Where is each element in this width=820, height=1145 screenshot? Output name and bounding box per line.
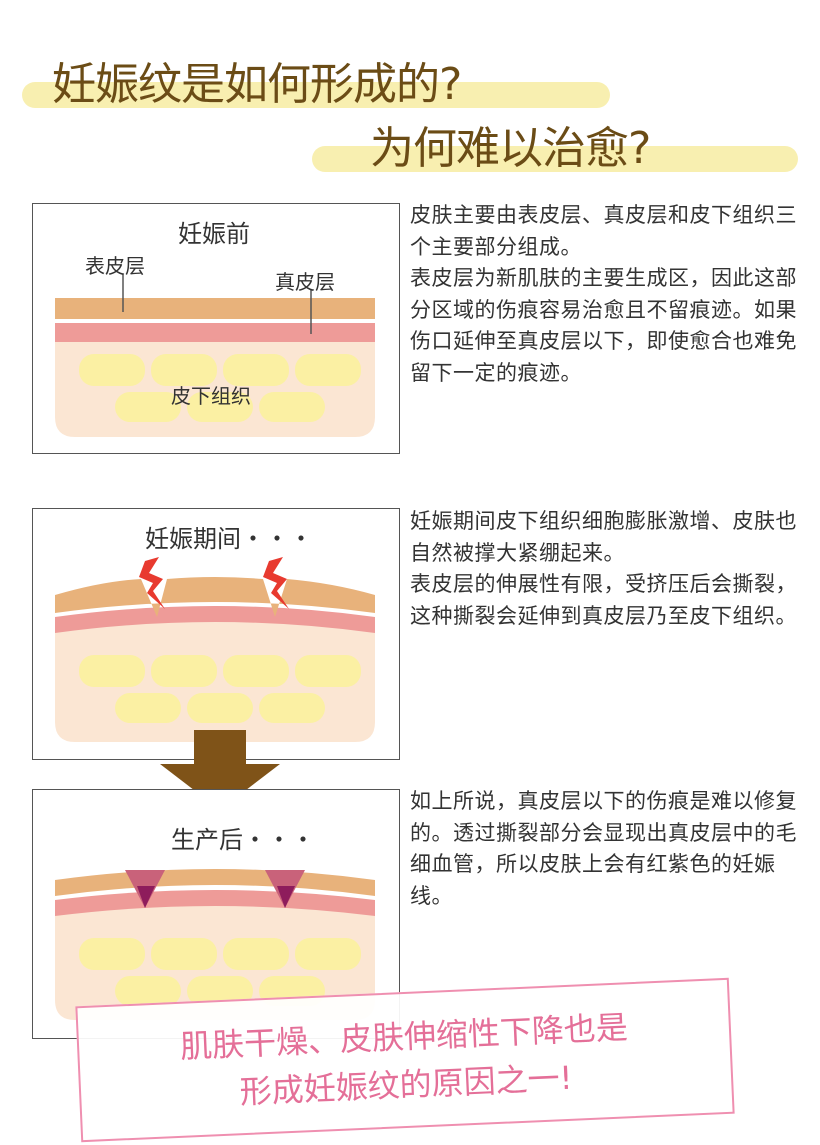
fat-cell <box>79 655 145 687</box>
description-paragraph: 皮肤主要由表皮层、真皮层和皮下组织三个主要部分组成。 <box>410 203 797 259</box>
fat-cell <box>295 938 361 970</box>
subcutaneous-label: 皮下组织 <box>171 384 251 408</box>
callout-note: 肌肤干燥、皮肤伸缩性下降也是 形成妊娠纹的原因之一! <box>75 977 735 1143</box>
fat-cell <box>295 354 361 386</box>
fat-cell <box>259 392 325 422</box>
description-paragraph: 表皮层为新肌肤的主要生成区，因此这部分区域的伤痕容易治愈且不留痕迹。如果伤口延伸… <box>410 266 797 385</box>
panel-title: 妊娠前 <box>178 220 250 248</box>
capillary-mark <box>277 886 295 908</box>
fat-cell <box>223 354 289 386</box>
fat-cell <box>151 938 217 970</box>
fat-cell <box>151 655 217 687</box>
skin-layers-stretched <box>55 557 375 742</box>
title-line-2: 为何难以治愈? <box>370 123 651 174</box>
fat-cell <box>223 655 289 687</box>
fat-cell <box>79 354 145 386</box>
panel-3-description: 如上所说，真皮层以下的伤痕是难以修复的。透过撕裂部分会显现出真皮层中的毛细血管，… <box>410 786 810 912</box>
fat-cell <box>259 693 325 723</box>
panel-2-description: 妊娠期间皮下组织细胞膨胀激增、皮肤也自然被撑大紧绷起来。 表皮层的伸展性有限，受… <box>410 506 810 632</box>
fat-cell <box>295 655 361 687</box>
epidermis-layer <box>55 298 375 319</box>
dermis-layer <box>55 606 375 633</box>
panel-title: 生产后・・・ <box>171 826 315 854</box>
capillary-mark <box>137 886 155 908</box>
skin-diagram-before-pregnancy: 妊娠前 表皮层 真皮层 皮下组织 <box>32 203 400 454</box>
epidermis-label: 表皮层 <box>85 254 145 278</box>
fat-cell <box>79 938 145 970</box>
title-highlight-2 <box>312 146 798 172</box>
fat-cell <box>115 693 181 723</box>
fat-cell <box>187 693 253 723</box>
dermis-label: 真皮层 <box>275 270 335 294</box>
fat-cell <box>223 938 289 970</box>
panel-title: 妊娠期间・・・ <box>145 525 313 553</box>
description-paragraph: 妊娠期间皮下组织细胞膨胀激增、皮肤也自然被撑大紧绷起来。 <box>410 509 797 565</box>
fat-cell <box>115 976 181 1006</box>
dermis-layer <box>55 890 375 916</box>
crack-icon <box>263 557 289 609</box>
description-paragraph: 表皮层的伸展性有限，受挤压后会撕裂，这种撕裂会延伸到真皮层乃至皮下组织。 <box>410 572 797 628</box>
skin-layers-scarred <box>55 869 375 1020</box>
title-highlight-1 <box>22 82 610 108</box>
fat-cell <box>187 392 253 422</box>
dermis-layer <box>55 323 375 342</box>
down-arrow-icon <box>160 730 280 810</box>
description-paragraph: 如上所说，真皮层以下的伤痕是难以修复的。透过撕裂部分会显现出真皮层中的毛细血管，… <box>410 789 797 908</box>
skin-layers-flat <box>55 274 375 437</box>
panel-1-description: 皮肤主要由表皮层、真皮层和皮下组织三个主要部分组成。 表皮层为新肌肤的主要生成区… <box>410 200 810 389</box>
fat-cell <box>115 392 181 422</box>
skin-diagram-during-pregnancy: 妊娠期间・・・ <box>32 508 400 760</box>
epidermis-layer <box>55 577 375 617</box>
fat-cell <box>151 354 217 386</box>
title-line-1: 妊娠纹是如何形成的? <box>52 59 462 110</box>
crack-icon <box>139 557 165 609</box>
